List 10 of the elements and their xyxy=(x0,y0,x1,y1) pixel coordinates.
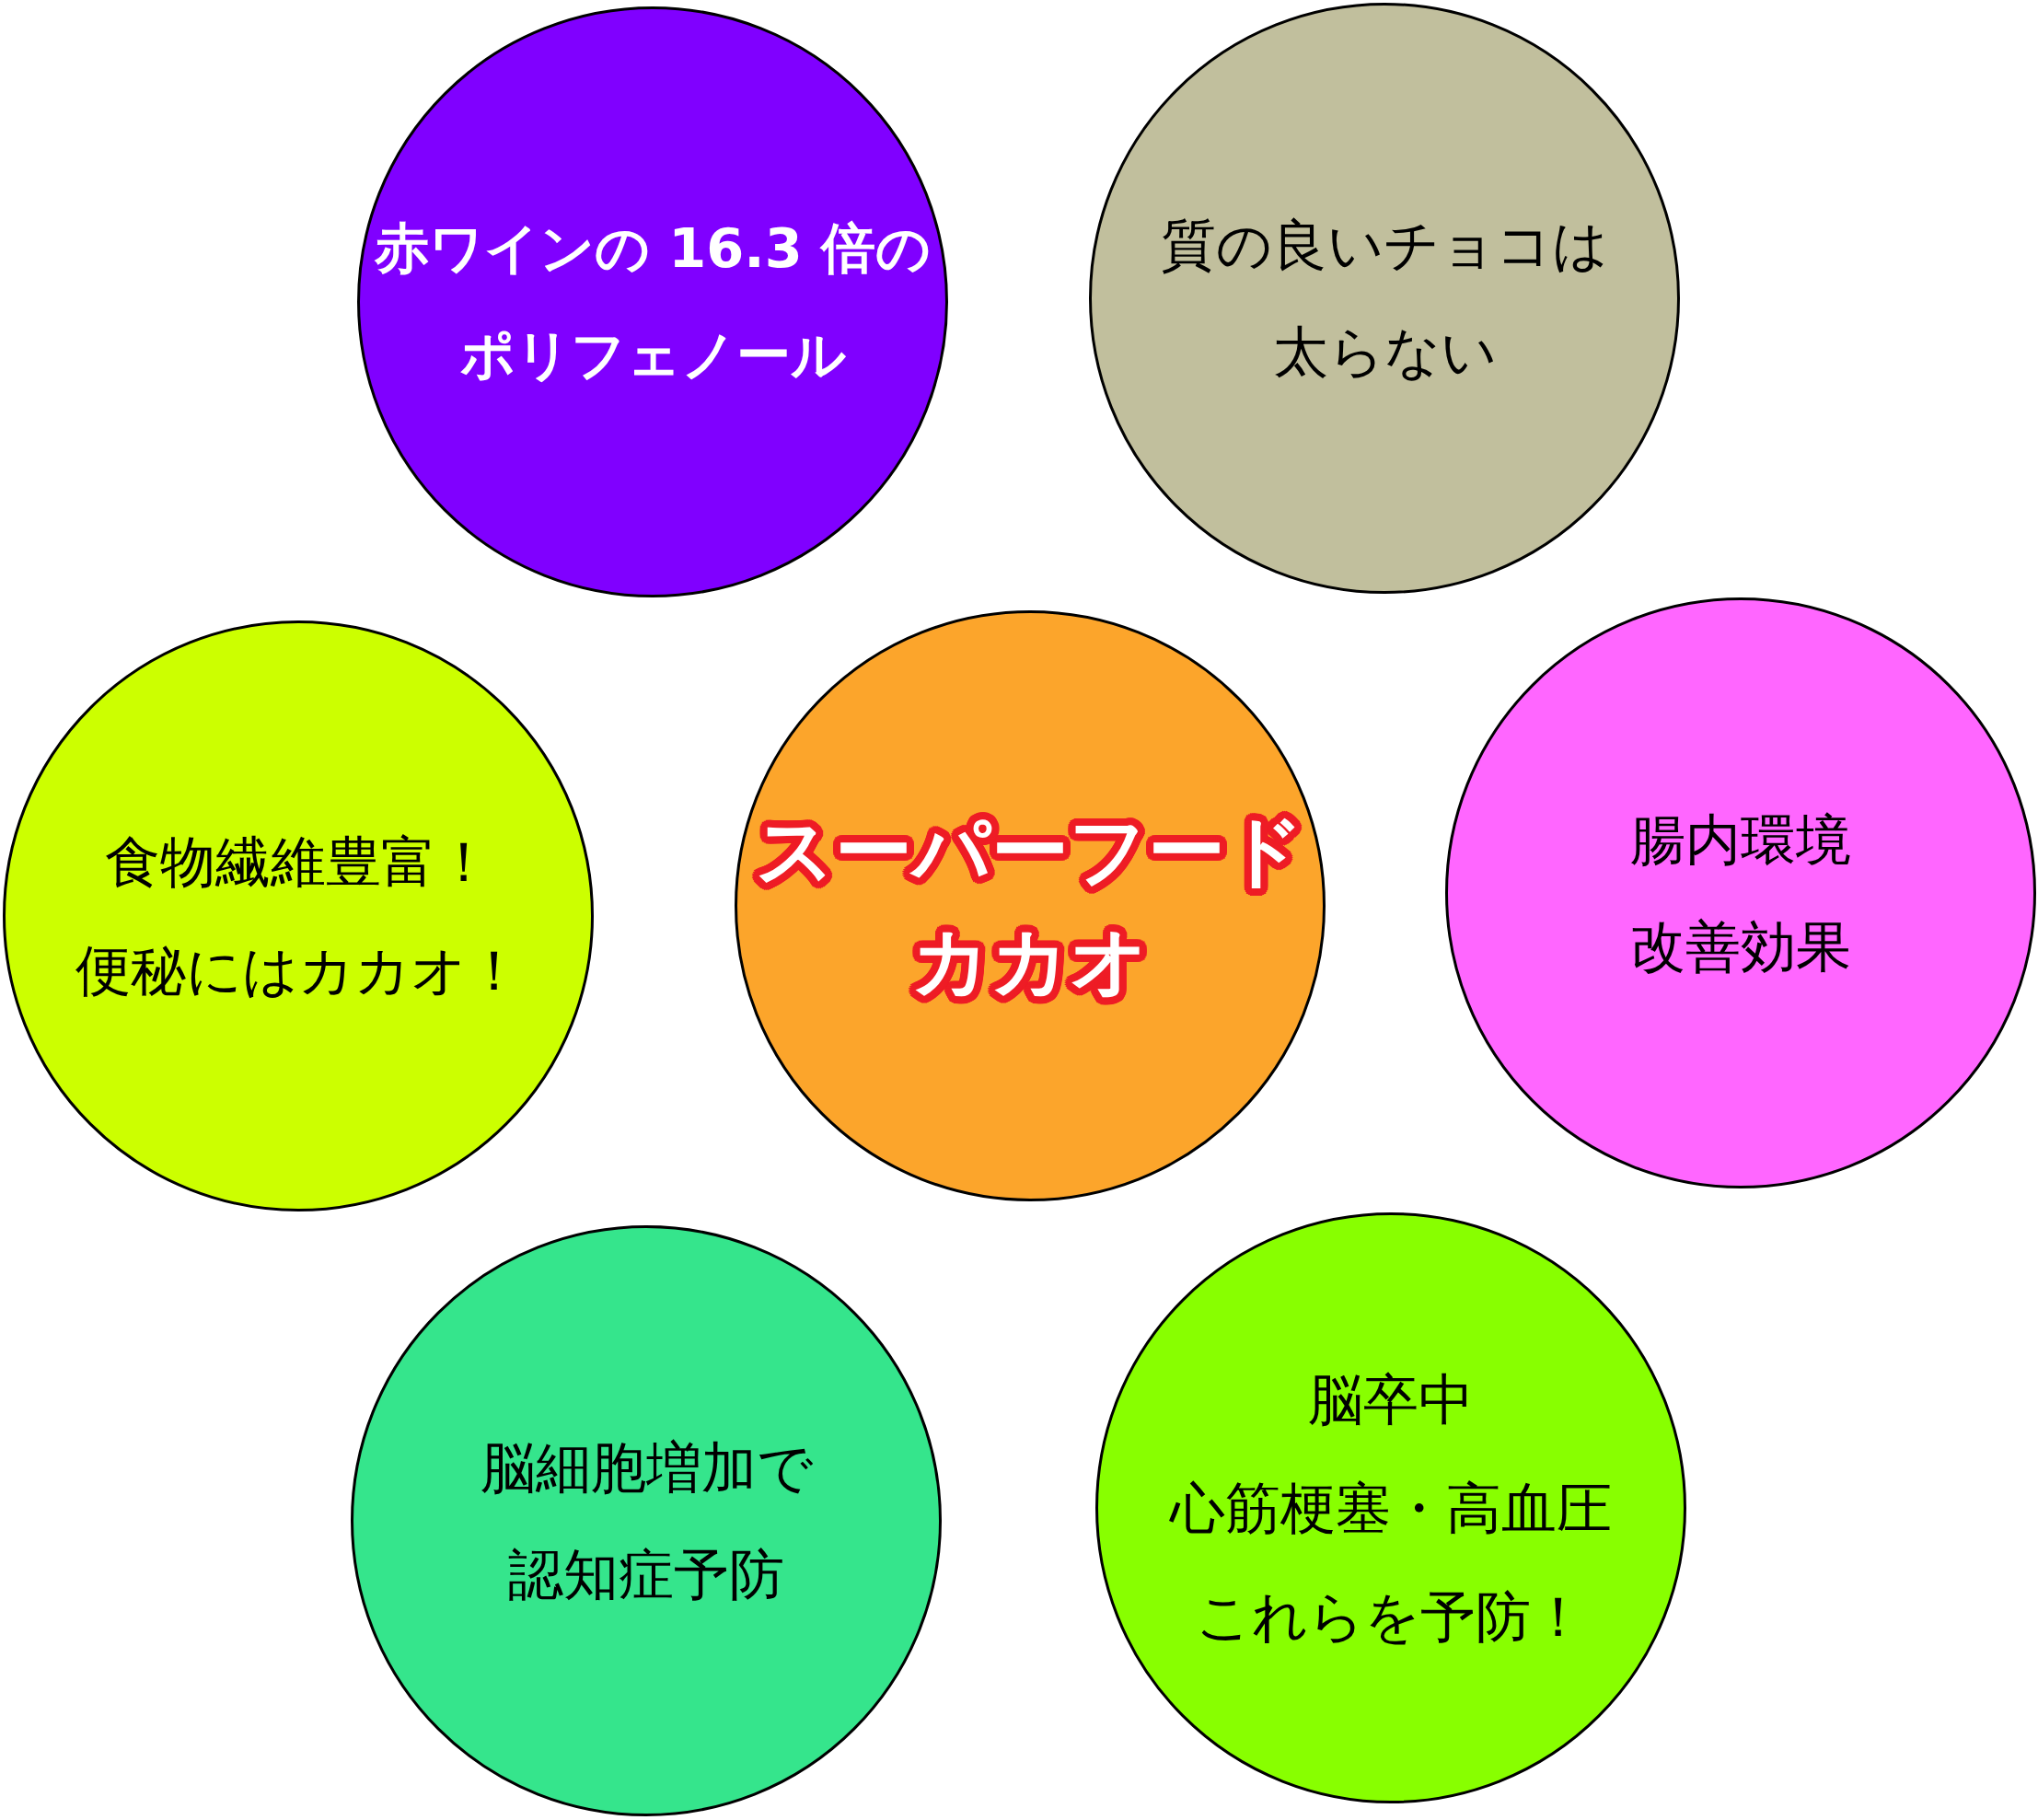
circle-text: 食物繊維豊富！ xyxy=(105,829,492,896)
circle-text: 質の良いチョコは太らない xyxy=(1160,212,1609,386)
circle-text: 赤ワインの 16.3 倍のポリフェノール xyxy=(373,215,932,388)
circle-text: 脳細胞増加で認知症予防 xyxy=(479,1434,814,1608)
circle-text: 脳卒中 xyxy=(1308,1366,1474,1433)
title-text: スーパーフードカカオ xyxy=(755,805,1305,1008)
circle-text: これらを予防！ xyxy=(1196,1583,1586,1651)
circle-text: 腸内環境改善効果 xyxy=(1629,806,1852,980)
circle-text: 便秘にはカカオ！ xyxy=(75,937,522,1004)
circle-text: 心筋梗塞・高血圧 xyxy=(1170,1475,1612,1542)
